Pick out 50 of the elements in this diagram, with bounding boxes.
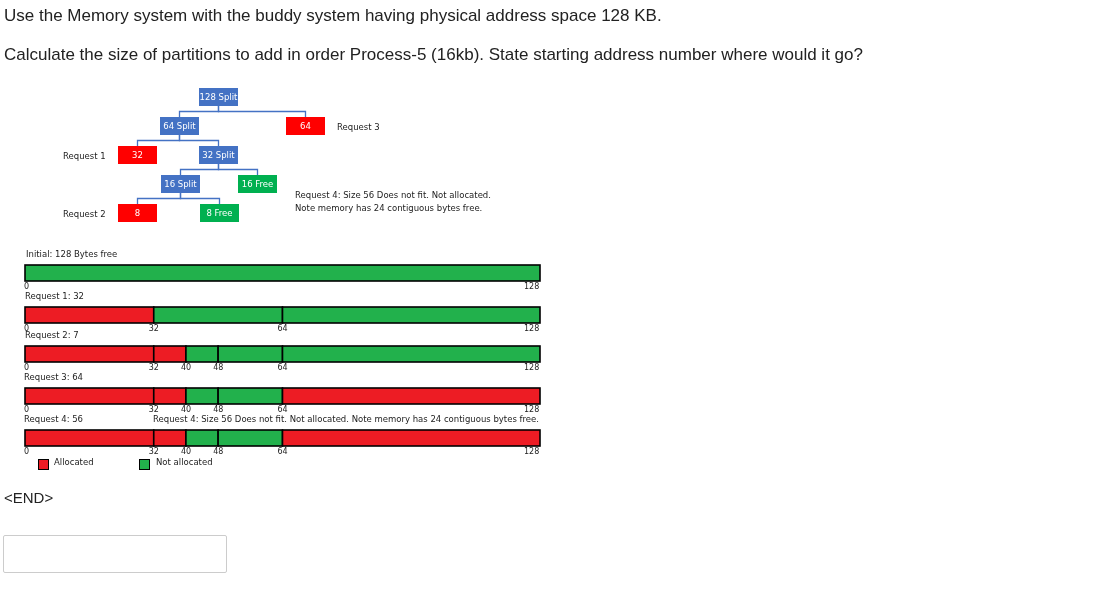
request-label: Request 2: [63, 209, 106, 219]
connector-line: [179, 192, 221, 205]
tick-label: 40: [180, 405, 192, 414]
tick-label: 0: [24, 405, 30, 414]
tick-label: 32: [148, 405, 159, 414]
split-node: 64 Split: [160, 117, 199, 135]
tick-label: 128: [524, 324, 540, 333]
tick-label: 0: [24, 282, 30, 291]
bar-heading: Request 3: 64: [24, 372, 84, 382]
note-text: Request 4: Size 56 Does not fit. Not allocated. Note memory has 24 contiguous bytes free.: [153, 414, 539, 424]
tick-label: 32: [148, 324, 159, 333]
split-node: 16 Split: [161, 175, 200, 193]
question-text: Use the Memory system with the buddy system having physical address space 128 KB.: [4, 6, 662, 26]
connector-line: [217, 163, 259, 176]
connector-line: [217, 105, 307, 118]
end-marker: <END>: [4, 489, 54, 506]
allocated-node: 64: [286, 117, 325, 135]
free-node: 8 Free: [200, 204, 239, 222]
request-label: Request 1: [63, 151, 106, 161]
tick-label: 32: [148, 363, 159, 372]
tick-label: 32: [148, 447, 159, 456]
tick-label: 128: [524, 447, 540, 456]
free-node: 16 Free: [238, 175, 277, 193]
note-text: Request 4: Size 56 Does not fit. Not allocated. Note memory has 24 contiguous bytes free.: [295, 189, 492, 215]
tick-label: 64: [277, 363, 288, 372]
split-node: 128 Split: [199, 88, 238, 106]
tick-label: 128: [524, 282, 540, 291]
request-label: Request 3: [337, 122, 380, 132]
allocated-node: 8: [118, 204, 157, 222]
tick-label: 128: [524, 405, 540, 414]
tick-label: 128: [524, 363, 540, 372]
tick-label: 0: [24, 363, 30, 372]
question-text: Calculate the size of partitions to add in order Process-5 (16kb). State starting address number where would it go?: [4, 45, 863, 65]
tick-label: 48: [213, 447, 224, 456]
legend-label: Not allocated: [156, 457, 213, 467]
tick-label: 0: [24, 447, 30, 456]
split-node: 32 Split: [199, 146, 238, 164]
tick-label: 40: [180, 363, 192, 372]
tick-label: 40: [180, 447, 192, 456]
allocated-node: 32: [118, 146, 157, 164]
bar-heading: Request 1: 32: [25, 291, 85, 301]
tick-label: 64: [277, 405, 288, 414]
tick-label: 48: [213, 363, 224, 372]
tick-label: 64: [277, 447, 288, 456]
bar-heading: Request 4: 56: [24, 414, 84, 424]
connector-line: [178, 134, 220, 147]
legend-label: Allocated: [54, 457, 94, 467]
tick-label: 48: [213, 405, 224, 414]
bar-heading: Initial: 128 Bytes free: [26, 249, 118, 259]
tick-label: 64: [277, 324, 288, 333]
